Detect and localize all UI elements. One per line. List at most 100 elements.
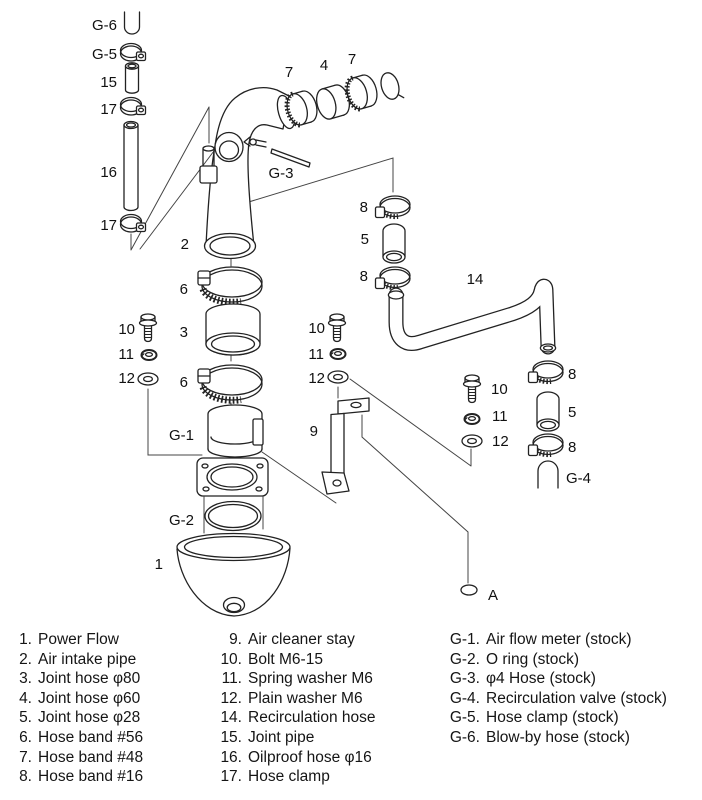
legend-item-number: 9. xyxy=(229,631,242,648)
part-8-hose-band-d xyxy=(529,434,564,456)
label-3: 3 xyxy=(180,324,188,341)
legend-item-text: Recirculation valve (stock) xyxy=(486,689,667,707)
label-10a: 10 xyxy=(118,321,135,338)
legend-item-number: 1. xyxy=(19,631,32,648)
legend-item-text: Blow-by hose (stock) xyxy=(486,728,630,746)
part-10-bolt-right xyxy=(462,374,482,404)
legend-item-number: 8. xyxy=(19,768,32,786)
label-a: A xyxy=(488,587,498,604)
legend-item: G-1. Air flow meter (stock) xyxy=(442,630,698,650)
part-8-hose-band-b xyxy=(376,267,411,289)
legend-item-number: 4. xyxy=(19,689,32,707)
legend-item-number: G-6. xyxy=(449,728,480,746)
part-g5-hose-clamp xyxy=(119,42,147,62)
legend-column-3: G-1. Air flow meter (stock) G-2.O ring (st… xyxy=(442,630,698,748)
legend-item-number: 5. xyxy=(19,709,32,727)
legend-item: 15. Joint pipe xyxy=(212,728,437,748)
label-12c: 12 xyxy=(308,370,325,387)
legend-item-number: G-1. xyxy=(449,631,480,648)
label-6b: 6 xyxy=(180,374,188,391)
label-11b: 11 xyxy=(492,408,508,425)
legend-item: 1.Power Flow xyxy=(10,630,205,650)
part-5-joint-hose-a xyxy=(382,223,406,264)
label-g3: G-3 xyxy=(268,165,293,182)
part-12-plain-washer-left xyxy=(137,372,159,386)
label-g1: G-1 xyxy=(169,427,194,444)
label-16: 16 xyxy=(100,164,117,181)
label-12a: 12 xyxy=(118,370,135,387)
label-8d: 8 xyxy=(568,439,576,456)
legend-item: 17.Hose clamp xyxy=(212,767,437,787)
legend-item: 6. Hose band #56 xyxy=(10,728,205,748)
part-3-joint-hose xyxy=(205,303,261,356)
label-10c: 10 xyxy=(308,320,325,337)
legend-item: G-5.Hose clamp (stock) xyxy=(442,708,698,728)
legend-item-text: Air intake pipe xyxy=(38,650,137,668)
legend-item: G-4.Recirculation valve (stock) xyxy=(442,689,698,709)
diagram-canvas: G-6G-515171617747G-32636101112G-1G-21101… xyxy=(92,11,591,617)
legend-item: 8. Hose band #16 xyxy=(10,767,205,787)
label-1: 1 xyxy=(155,556,163,573)
legend-item-number: 11. xyxy=(221,670,242,688)
legend-item: 9.Air cleaner stay xyxy=(212,630,437,650)
point-a-marker xyxy=(460,584,478,596)
label-17b: 17 xyxy=(100,217,117,234)
label-g5: G-5 xyxy=(92,46,117,63)
legend-item-number: 14. xyxy=(220,709,242,727)
legend-item-text: Recirculation hose xyxy=(248,709,376,727)
stock-pipe-end-ring xyxy=(380,72,405,100)
label-15: 15 xyxy=(100,74,117,91)
label-5b: 5 xyxy=(568,404,576,421)
legend-item-text: Hose band #56 xyxy=(38,728,144,746)
label-11a: 11 xyxy=(118,346,134,363)
part-11-spring-washer-mid xyxy=(329,348,347,360)
label-8b: 8 xyxy=(360,268,368,285)
legend-item-text: Joint hose φ80 xyxy=(38,670,141,688)
part-15-joint-pipe xyxy=(124,62,140,94)
part-g2-o-ring xyxy=(204,500,262,532)
legend-item-text: Hose band #16 xyxy=(38,768,144,786)
label-4: 4 xyxy=(320,57,328,74)
label-6a: 6 xyxy=(180,281,188,298)
part-11-spring-washer-left xyxy=(140,349,158,361)
label-9: 9 xyxy=(310,423,318,440)
part-17-hose-clamp-upper xyxy=(119,96,147,116)
legend-item-text: Air flow meter (stock) xyxy=(486,631,632,648)
legend-item-number: 6. xyxy=(19,728,32,746)
part-1-power-flow xyxy=(176,532,291,617)
legend-item: G-6. Blow-by hose (stock) xyxy=(442,728,698,748)
legend-item-text: Plain washer M6 xyxy=(248,689,363,707)
legend-item-number: 15. xyxy=(220,728,242,746)
part-10-bolt-left xyxy=(138,313,158,343)
legend-item: 4.Joint hose φ60 xyxy=(10,689,205,709)
label-g2: G-2 xyxy=(169,512,194,529)
label-7b: 7 xyxy=(348,51,356,68)
legend-item-number: G-3. xyxy=(449,670,480,688)
legend-item-number: G-2. xyxy=(449,650,480,668)
part-16-oilproof-hose xyxy=(123,120,139,212)
part-12-plain-washer-right xyxy=(461,434,483,448)
label-12b: 12 xyxy=(492,433,509,450)
label-14: 14 xyxy=(467,271,484,288)
label-11c: 11 xyxy=(308,346,324,363)
legend-item: G-2.O ring (stock) xyxy=(442,650,698,670)
legend-item: 2. Air intake pipe xyxy=(10,650,205,670)
legend-item-number: 2. xyxy=(19,650,32,668)
label-g6: G-6 xyxy=(92,17,117,34)
legend-item-number: 10. xyxy=(220,650,242,668)
part-8-hose-band-c xyxy=(529,361,564,383)
legend-item-text: Joint pipe xyxy=(248,728,315,746)
part-12-plain-washer-mid xyxy=(327,370,349,384)
part-10-bolt-mid xyxy=(327,313,347,343)
label-17a: 17 xyxy=(100,101,117,118)
part-g1-air-flow-meter xyxy=(196,404,269,497)
legend-item-number: 12. xyxy=(220,689,242,707)
legend-item-number: 7. xyxy=(19,748,32,766)
legend-item: 5.Joint hose φ28 xyxy=(10,708,205,728)
part-14-recirculation-hose xyxy=(387,278,557,355)
legend-item: 14. Recirculation hose xyxy=(212,708,437,728)
legend-item: 7.Hose band #48 xyxy=(10,748,205,768)
